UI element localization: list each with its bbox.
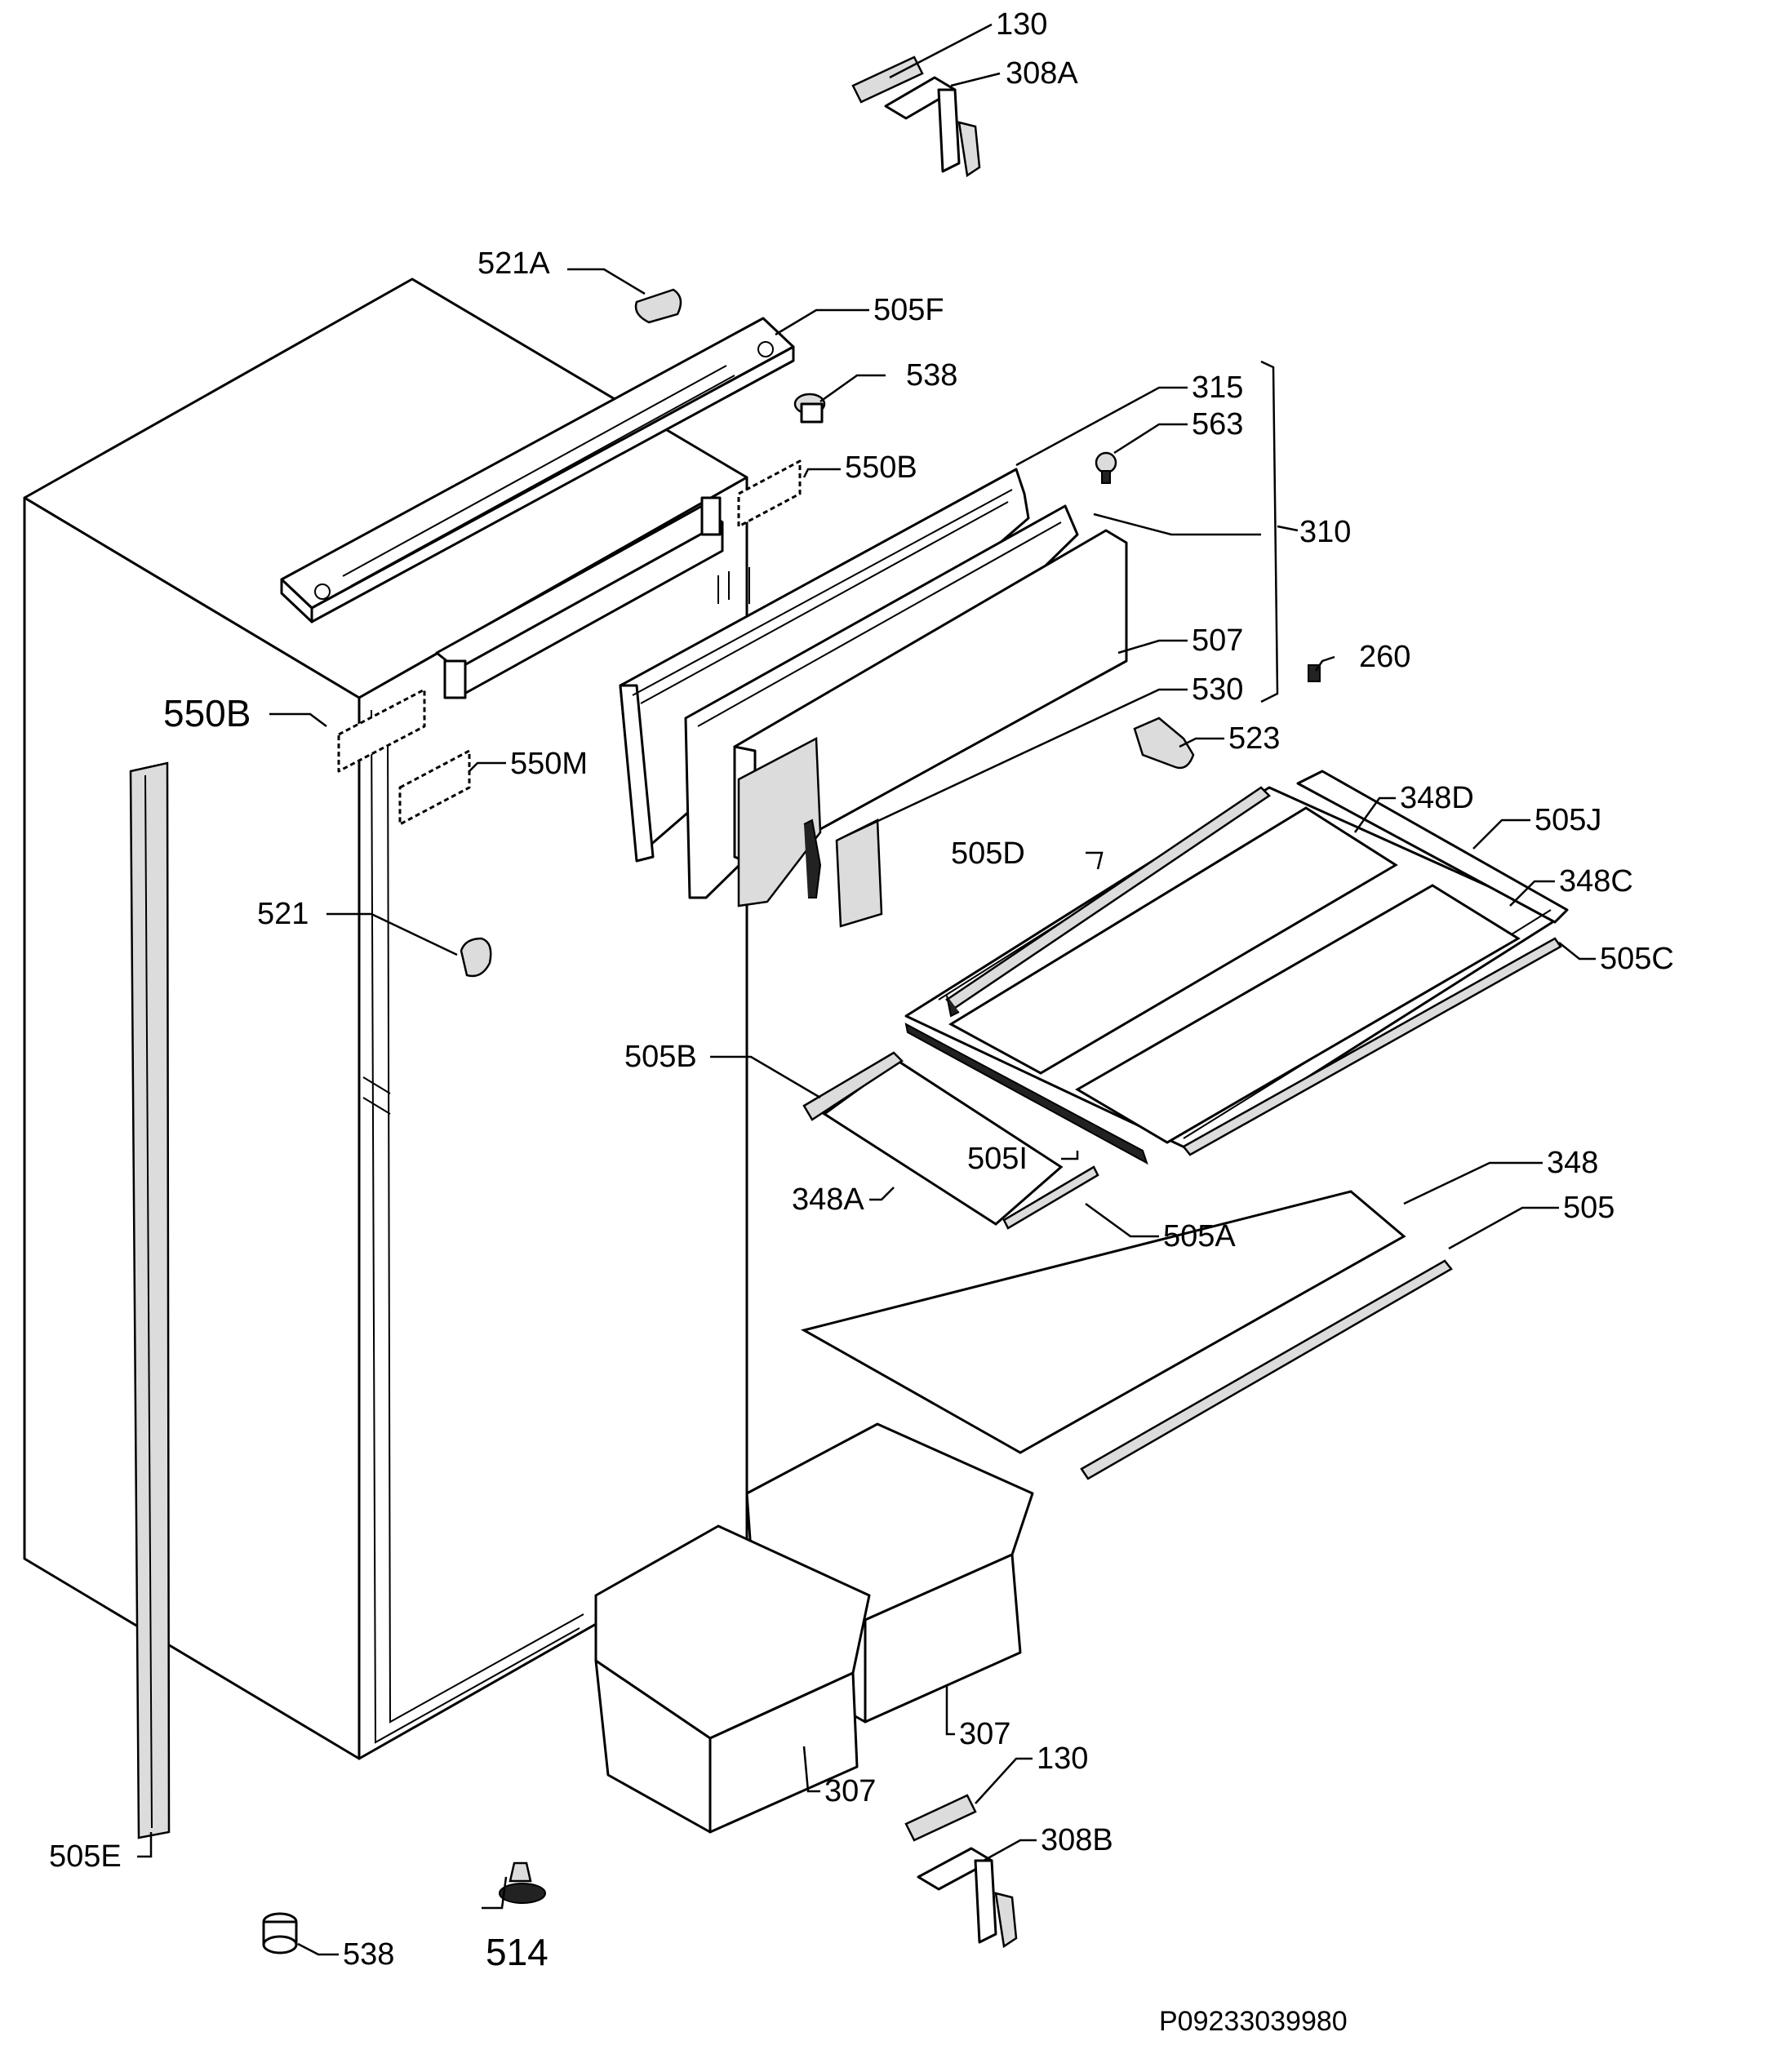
label-130-lower: 130: [1037, 1741, 1088, 1776]
label-550b-upper: [737, 459, 802, 528]
label-348: 348: [1547, 1146, 1598, 1180]
label-348d: 348D: [1400, 781, 1474, 815]
label-505j: 505J: [1535, 803, 1601, 837]
label-348c: 348C: [1559, 864, 1633, 898]
cap-521a: [634, 288, 682, 324]
label-307-right: 307: [959, 1717, 1010, 1751]
label-563: 563: [1192, 407, 1243, 441]
assembly-bracket-310: [1260, 360, 1299, 703]
door-seal-strip-505e: [129, 761, 171, 1839]
label-505c: 505C: [1600, 942, 1674, 976]
rail-505c: [1182, 937, 1562, 1156]
foot-538-lower: [262, 1912, 298, 1954]
drawer-307-left: [594, 1524, 871, 1834]
label-310: 310: [1299, 515, 1351, 549]
label-550b-lower: [337, 688, 426, 773]
rail-505d: [945, 786, 1271, 1018]
label-505e: 505E: [49, 1839, 122, 1874]
label-521: 521: [257, 897, 309, 931]
label-348a: 348A: [792, 1182, 864, 1217]
label-308b: 308B: [1041, 1823, 1113, 1857]
leveling-foot-514: [499, 1861, 546, 1904]
label-505f: 505F: [873, 293, 944, 327]
label-505: 505: [1563, 1191, 1614, 1225]
label-514: 514: [486, 1931, 549, 1973]
cap-521: [460, 937, 492, 978]
screw-563: [1095, 451, 1117, 484]
glass-348c: [1075, 884, 1521, 1144]
label-550b-lower: 550B: [163, 692, 251, 734]
upper-bracket: [435, 496, 750, 699]
label-308a: 308A: [1006, 56, 1078, 91]
door-handle-530: [737, 736, 883, 928]
label-550m: 550M: [510, 747, 588, 781]
label-130-upper: 130: [996, 7, 1047, 42]
callout-labels: 130 308A 521A 505F 538 315 563 550B 310 …: [49, 7, 1674, 1973]
label-505d: 505D: [951, 836, 1025, 871]
pivot-538-upper: [793, 393, 826, 424]
hinge-308b: [917, 1847, 1018, 1949]
hinge-pad-130-upper: [851, 55, 924, 104]
label-505i: 505I: [967, 1142, 1028, 1176]
label-550m: [398, 749, 471, 826]
glass-348d: [948, 806, 1398, 1075]
label-307-left: 307: [824, 1774, 876, 1808]
label-507: 507: [1192, 623, 1243, 658]
front-trim-505i: [904, 1023, 1148, 1165]
handle-523: [1133, 717, 1195, 770]
label-521a: 521A: [477, 246, 550, 281]
leader-lines: [137, 23, 1596, 1956]
label-315: 315: [1192, 370, 1243, 405]
hinge-pad-130-lower: [904, 1794, 977, 1842]
drawing-code: P09233039980: [1159, 2006, 1348, 2037]
label-550b-upper: 550B: [845, 450, 917, 485]
label-530: 530: [1192, 672, 1243, 707]
rail-505: [1080, 1259, 1453, 1480]
top-rail-505f: [280, 317, 795, 623]
label-260: 260: [1359, 640, 1410, 674]
hinge-308a: [884, 76, 981, 178]
large-glass-shelf-348: [801, 1190, 1406, 1454]
label-505b: 505B: [624, 1040, 697, 1074]
lower-glass-shelf-348a: [802, 1051, 1099, 1230]
label-538-lower: 538: [343, 1937, 394, 1972]
label-538-upper: 538: [906, 358, 957, 393]
label-505a: 505A: [1163, 1219, 1236, 1253]
label-523: 523: [1228, 721, 1280, 756]
